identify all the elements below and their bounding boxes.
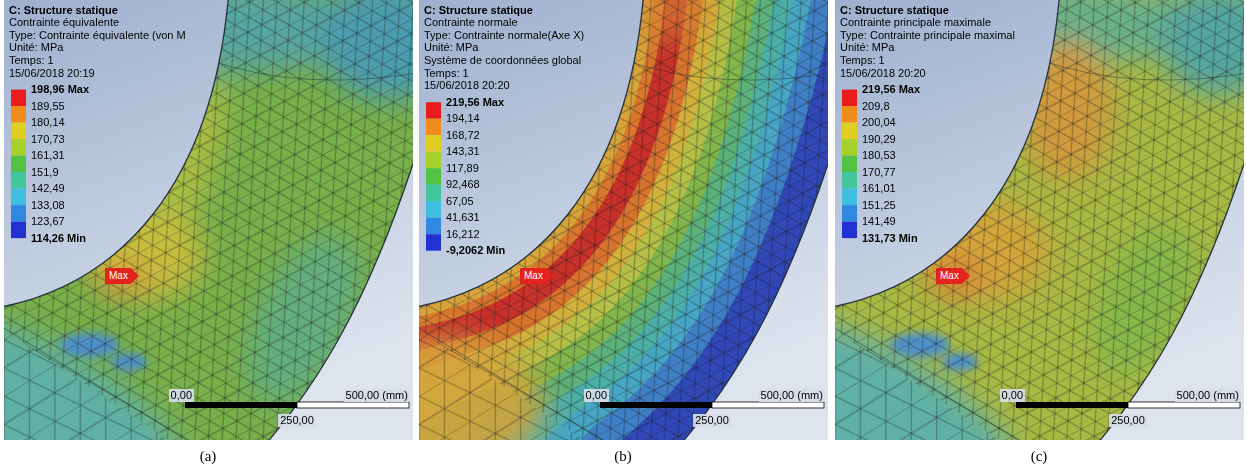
color-scale [842, 90, 857, 239]
pipe-surface [4, 0, 413, 440]
stress-field [4, 0, 413, 440]
legend-value: 151,25 [862, 199, 896, 212]
result-info: 15/06/2018 20:20 [424, 79, 510, 92]
pipe-seam [204, 58, 413, 80]
result-info: Unité: MPa [9, 41, 63, 54]
legend-value: 151,9 [31, 166, 59, 179]
panel-b [419, 0, 828, 440]
legend-value: 143,31 [446, 145, 480, 158]
legend-value: 200,04 [862, 116, 896, 129]
panel-caption: (b) [614, 447, 632, 465]
scale-label: 0,00 [1000, 389, 1025, 402]
legend-value: 180,14 [31, 116, 65, 129]
legend-value: 180,53 [862, 149, 896, 162]
legend-value: 16,212 [446, 228, 480, 241]
coarse-mesh [835, 0, 1244, 440]
pipe-seam [419, 322, 664, 440]
fine-mesh [419, 0, 828, 440]
legend-value: 123,67 [31, 215, 65, 228]
legend-value: 114,26 Min [31, 232, 86, 245]
scale-label: 500,00 (mm) [344, 389, 410, 402]
pipe-outline [419, 0, 828, 440]
scale-label: 250,00 [693, 414, 731, 427]
legend-value: 117,89 [446, 162, 479, 175]
legend-value: 219,56 Max [446, 96, 504, 109]
result-title: C: Structure statique [9, 4, 118, 17]
result-info: Contrainte équivalente [9, 16, 119, 29]
result-info: Temps: 1 [840, 54, 885, 67]
panel-a [4, 0, 413, 440]
result-info: Système de coordonnées global [424, 54, 581, 67]
panel-caption: (c) [1031, 447, 1048, 465]
legend-value: 161,01 [862, 182, 896, 195]
scale-bar [185, 402, 409, 408]
result-info: Contrainte principale maximale [840, 16, 991, 29]
legend-value: 92,468 [446, 178, 480, 191]
fine-mesh [4, 0, 413, 440]
max-marker: Max [105, 268, 139, 284]
scale-label: 250,00 [278, 414, 316, 427]
panel-caption: (a) [200, 447, 217, 465]
legend-value: 190,29 [862, 133, 896, 146]
result-info: Temps: 1 [424, 67, 469, 80]
legend-value: -9,2062 Min [446, 244, 505, 257]
legend-value: 41,631 [446, 211, 480, 224]
stress-field [419, 0, 828, 440]
result-info: Type: Contrainte principale maximal [840, 29, 1015, 42]
pipe-outline [4, 0, 413, 440]
scale-label: 250,00 [1109, 414, 1147, 427]
legend-value: 168,72 [446, 129, 480, 142]
scale-label: 0,00 [584, 389, 609, 402]
scale-bar [600, 402, 824, 408]
legend-value: 131,73 Min [862, 232, 918, 245]
color-scale [11, 90, 26, 239]
scale-bar [1016, 402, 1240, 408]
coarse-mesh [419, 0, 828, 440]
coarse-mesh [4, 0, 413, 440]
pipe-seam [4, 322, 249, 440]
stress-bands [419, 0, 828, 440]
pipe-outline [835, 0, 1244, 440]
max-marker: Max [936, 268, 970, 284]
legend-value: 170,73 [31, 133, 65, 146]
result-title: C: Structure statique [840, 4, 949, 17]
legend-value: 142,49 [31, 182, 65, 195]
legend-value: 170,77 [862, 166, 896, 179]
max-marker: Max [520, 268, 554, 284]
legend-value: 67,05 [446, 195, 474, 208]
stress-field [835, 0, 1244, 440]
pipe-surface [835, 0, 1244, 440]
scale-label: 500,00 (mm) [1175, 389, 1241, 402]
panel-c [835, 0, 1244, 440]
legend-value: 189,55 [31, 100, 65, 113]
result-info: Unité: MPa [840, 41, 894, 54]
result-title: C: Structure statique [424, 4, 533, 17]
result-info: Temps: 1 [9, 54, 54, 67]
legend-value: 141,49 [862, 215, 896, 228]
result-info: 15/06/2018 20:20 [840, 67, 926, 80]
result-info: Contrainte normale [424, 16, 518, 29]
color-scale [426, 102, 441, 251]
legend-value: 198,96 Max [31, 83, 89, 96]
pipe-seam [1035, 58, 1244, 80]
pipe-surface [419, 0, 828, 440]
pipe-seam [835, 322, 1080, 440]
legend-value: 209,8 [862, 100, 890, 113]
legend-value: 161,31 [31, 149, 65, 162]
result-info: Unité: MPa [424, 41, 478, 54]
scale-label: 500,00 (mm) [759, 389, 825, 402]
scale-label: 0,00 [169, 389, 194, 402]
result-info: Type: Contrainte équivalente (von M [9, 29, 186, 42]
legend-value: 194,14 [446, 112, 480, 125]
legend-value: 219,56 Max [862, 83, 920, 96]
legend-value: 133,08 [31, 199, 65, 212]
result-info: 15/06/2018 20:19 [9, 67, 95, 80]
pipe-seam [619, 58, 828, 80]
result-info: Type: Contrainte normale(Axe X) [424, 29, 584, 42]
fine-mesh [835, 0, 1244, 440]
